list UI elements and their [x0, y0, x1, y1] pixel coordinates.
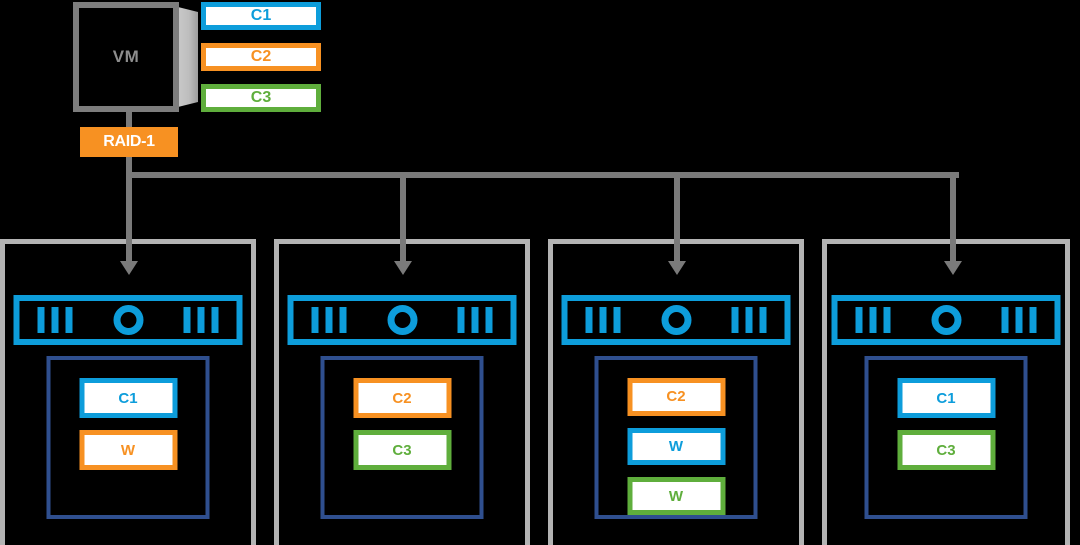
object-chip[interactable]: C1	[79, 378, 177, 418]
vent-bar	[745, 307, 753, 333]
server-vents-left	[311, 307, 347, 333]
object-chip-label: W	[668, 487, 684, 505]
vent-bar	[325, 307, 333, 333]
arrow-head-host-2	[394, 261, 412, 275]
power-ring-icon	[931, 305, 961, 335]
server-vents-right	[731, 307, 767, 333]
server-vents-right	[1001, 307, 1037, 333]
arrow-head-host-3	[668, 261, 686, 275]
vm-component-c1[interactable]: C1	[201, 2, 321, 30]
disk-group-2[interactable]: C2 C3	[320, 356, 484, 519]
vent-bar	[1029, 307, 1037, 333]
raid-policy-label: RAID-1	[103, 133, 155, 150]
vm-box[interactable]: VM	[73, 2, 179, 112]
vent-bar	[613, 307, 621, 333]
server-icon	[13, 295, 243, 345]
vent-bar	[183, 307, 191, 333]
vent-bar	[65, 307, 73, 333]
vent-bar	[51, 307, 59, 333]
vent-bar	[731, 307, 739, 333]
power-ring-icon	[113, 305, 143, 335]
vent-bar	[37, 307, 45, 333]
object-chip[interactable]: W	[627, 427, 725, 466]
connector-drop-host-1	[126, 172, 132, 262]
object-chip[interactable]: C2	[627, 378, 725, 416]
object-chip-label: C2	[392, 389, 412, 407]
object-chip[interactable]: C3	[353, 430, 451, 470]
vent-bar	[599, 307, 607, 333]
server-vents-left	[585, 307, 621, 333]
server-icon	[561, 295, 791, 345]
object-chip-label: C1	[118, 389, 138, 407]
vent-bar	[869, 307, 877, 333]
vent-bar	[311, 307, 319, 333]
connector-drop-host-4	[950, 172, 956, 262]
object-chip[interactable]: W	[627, 477, 725, 516]
vent-bar	[585, 307, 593, 333]
vm-component-c3-label: C3	[250, 89, 272, 106]
server-vents-left	[855, 307, 891, 333]
vm-component-c3[interactable]: C3	[201, 84, 321, 112]
arrow-head-host-4	[944, 261, 962, 275]
disk-group-4[interactable]: C1 C3	[864, 356, 1028, 519]
object-chip-label: C3	[936, 441, 956, 459]
vent-bar	[197, 307, 205, 333]
host-card-2[interactable]: C2 C3	[274, 239, 530, 545]
vent-bar	[339, 307, 347, 333]
disk-group-3[interactable]: C2 W W	[594, 356, 758, 519]
server-icon	[831, 295, 1061, 345]
object-chip-label: W	[668, 438, 684, 455]
vm-label: VM	[112, 47, 140, 66]
connector-drop-host-3	[674, 172, 680, 262]
server-vents-left	[37, 307, 73, 333]
object-chip-label: C2	[666, 388, 686, 406]
vent-bar	[759, 307, 767, 333]
vm-component-c1-label: C1	[250, 7, 272, 24]
object-chip[interactable]: C2	[353, 378, 451, 418]
connector-bus	[126, 172, 959, 178]
connector-drop-host-2	[400, 172, 406, 262]
host-card-1[interactable]: C1 W	[0, 239, 256, 545]
vm-3d-flap	[178, 7, 198, 107]
connector-raid-trunk	[126, 155, 132, 178]
vent-bar	[1015, 307, 1023, 333]
server-vents-right	[183, 307, 219, 333]
arrow-head-host-1	[120, 261, 138, 275]
object-chip[interactable]: W	[79, 430, 177, 470]
vent-bar	[485, 307, 493, 333]
power-ring-icon	[661, 305, 691, 335]
object-chip-label: C1	[936, 389, 956, 407]
connector-vm-to-raid	[126, 110, 132, 130]
server-vents-right	[457, 307, 493, 333]
vent-bar	[1001, 307, 1009, 333]
vent-bar	[855, 307, 863, 333]
object-chip-label: C3	[392, 441, 412, 459]
disk-group-1[interactable]: C1 W	[46, 356, 210, 519]
vent-bar	[471, 307, 479, 333]
vm-component-c2[interactable]: C2	[201, 43, 321, 71]
vm-component-c2-label: C2	[250, 48, 272, 65]
vent-bar	[211, 307, 219, 333]
object-chip-label: W	[120, 441, 136, 459]
host-card-3[interactable]: C2 W W	[548, 239, 804, 545]
host-card-4[interactable]: C1 C3	[822, 239, 1070, 545]
object-chip[interactable]: C3	[897, 430, 995, 470]
power-ring-icon	[387, 305, 417, 335]
server-icon	[287, 295, 517, 345]
vent-bar	[883, 307, 891, 333]
vent-bar	[457, 307, 465, 333]
raid-policy-badge[interactable]: RAID-1	[80, 127, 178, 157]
object-chip[interactable]: C1	[897, 378, 995, 418]
